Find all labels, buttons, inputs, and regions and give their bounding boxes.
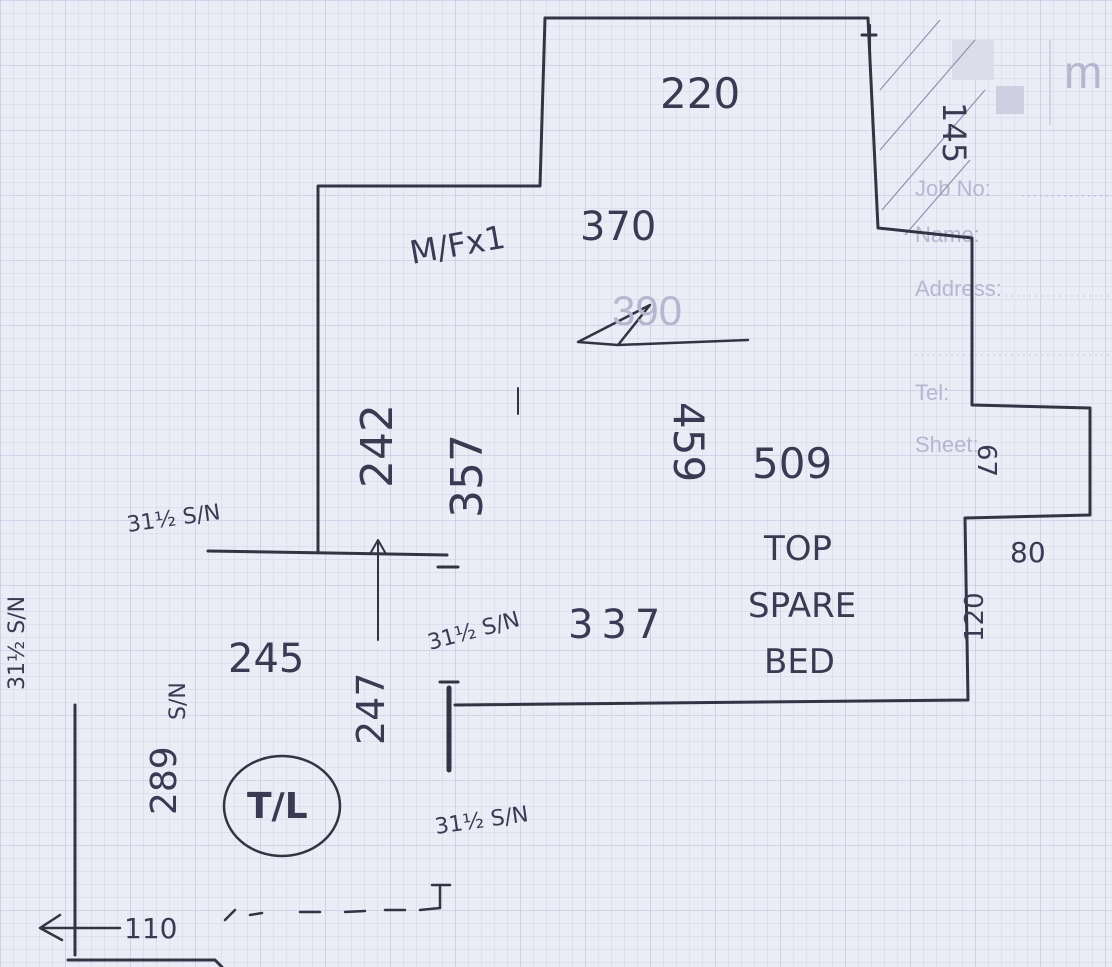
label-landing-unit: S/N [166, 682, 191, 720]
label-dim-459: 459 [664, 402, 713, 482]
label-socket-left: 31½ S/N [5, 596, 30, 690]
label-bay-67: 67 [971, 444, 1001, 477]
label-landing-width: 245 [228, 636, 304, 682]
hatched-corner [879, 19, 986, 236]
landing-wall [206, 549, 449, 557]
address-label: Address: [915, 276, 1002, 301]
landing-end-tick [430, 883, 452, 910]
label-faint-number: 390 [612, 287, 682, 334]
label-circle: T/L [247, 786, 308, 827]
direction-arrow-icon [576, 303, 750, 347]
label-dim-357: 357 [442, 434, 493, 518]
label-upper-width: 370 [580, 204, 656, 250]
label-room-name-3: BED [764, 642, 835, 682]
label-lower-width: 337 [568, 602, 668, 648]
label-room-name-2: SPARE [748, 586, 856, 626]
label-right-lower: 120 [960, 592, 990, 642]
room-outline-right [453, 16, 1092, 707]
watermark-logo: m [1064, 46, 1102, 98]
room-outline-left [316, 16, 547, 554]
circle-marker [222, 754, 342, 858]
label-dim-509: 509 [752, 439, 832, 488]
label-landing-height: 247 [349, 672, 393, 745]
landing-dashed-line [223, 906, 442, 922]
label-top-width: 220 [660, 69, 740, 118]
left-arrow-icon [38, 913, 122, 942]
label-bottom-width: 110 [124, 912, 177, 945]
label-room-name-1: TOP [763, 529, 832, 569]
tel-label: Tel: [915, 380, 949, 405]
form-watermark: m Job No: Name: Address: Tel: Sheet: [915, 40, 1112, 457]
sheet-label: Sheet: [915, 432, 979, 457]
label-left-wall: 242 [352, 404, 403, 488]
landing-bottom [66, 958, 224, 967]
label-right-upper: 145 [935, 102, 973, 163]
label-landing-side: 289 [144, 746, 185, 815]
up-arrow-icon [369, 539, 387, 641]
label-bay-80: 80 [1010, 536, 1046, 569]
